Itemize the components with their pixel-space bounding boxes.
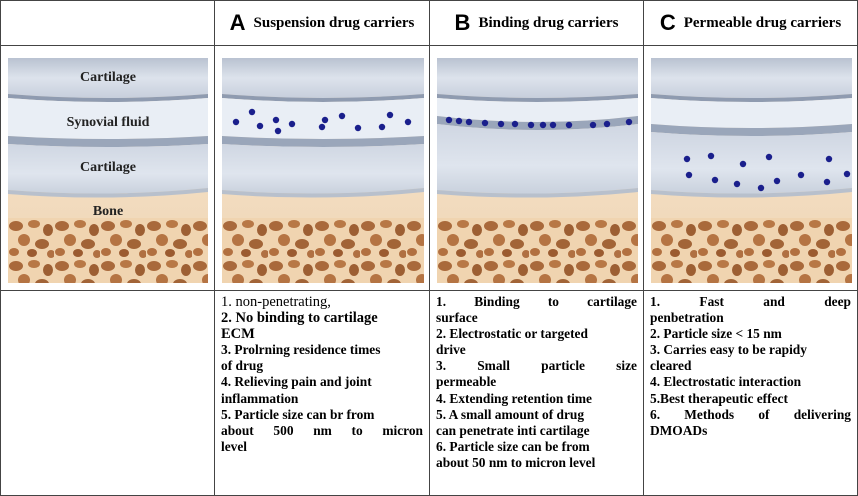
drug-particles-suspension bbox=[232, 108, 412, 135]
desc-c-line: 3. Carries easy to be rapidy bbox=[650, 342, 807, 358]
desc-a-line: 5. Particle size can br from bbox=[221, 406, 375, 422]
desc-a-line: about 500 nm to micron bbox=[221, 422, 423, 438]
desc-a-line: 4. Relieving pain and joint bbox=[221, 374, 372, 390]
desc-c-line: penbetration bbox=[650, 310, 724, 326]
desc-c-line: 1. Fast and deep bbox=[650, 294, 851, 309]
desc-c-line: 6. Methods of delivering bbox=[650, 406, 851, 422]
label-cartilage-bottom: Cartilage bbox=[80, 160, 136, 175]
label-cartilage-top: Cartilage bbox=[80, 70, 136, 85]
drug-particles-binding bbox=[445, 116, 633, 129]
joint-diagram-binding bbox=[437, 58, 638, 283]
col-a-title: Suspension drug carriers bbox=[253, 14, 415, 31]
desc-a-line: level bbox=[221, 438, 248, 454]
desc-b-line: surface bbox=[436, 310, 478, 326]
col-b-title: Binding drug carriers bbox=[478, 14, 619, 31]
desc-a-line: ECM bbox=[221, 326, 255, 343]
desc-c-line: 4. Electrostatic interaction bbox=[650, 374, 802, 390]
header-col-b: B Binding drug carriers bbox=[429, 0, 644, 46]
desc-c-line: 2. Particle size < 15 nm bbox=[650, 326, 782, 342]
desc-b-line: drive bbox=[436, 342, 466, 358]
col-c-letter: C bbox=[659, 10, 676, 35]
desc-col-c: 1. Fast and deep penbetration 2. Particl… bbox=[643, 290, 858, 496]
drug-particles-permeable bbox=[683, 152, 851, 192]
image-cell-c bbox=[643, 45, 858, 291]
joint-diagram-labels: Cartilage Synovial fluid Cartilage Bone bbox=[8, 58, 208, 283]
desc-c-line: DMOADs bbox=[650, 422, 708, 438]
header-col-a: A Suspension drug carriers bbox=[214, 0, 430, 46]
joint-diagram-permeable bbox=[651, 58, 852, 283]
desc-b-line: permeable bbox=[436, 374, 497, 390]
desc-a-line: 3. Prolrning residence times bbox=[221, 342, 381, 358]
desc-b-line: can penetrate inti cartilage bbox=[436, 422, 590, 438]
desc-col-a: 1. non-penetrating, 2. No binding to car… bbox=[214, 290, 430, 496]
col-a-letter: A bbox=[229, 10, 246, 35]
desc-c-line: 5.Best therapeutic effect bbox=[650, 390, 788, 406]
col-b-letter: B bbox=[454, 10, 471, 35]
desc-b-line: about 50 nm to micron level bbox=[436, 454, 596, 470]
label-bone: Bone bbox=[93, 204, 123, 219]
desc-a-line: of drug bbox=[221, 358, 264, 374]
desc-a-line: 1. non-penetrating, bbox=[221, 294, 331, 310]
desc-b-line: 5. A small amount of drug bbox=[436, 406, 585, 422]
desc-col-b: 1. Binding to cartilage surface 2. Elect… bbox=[429, 290, 644, 496]
desc-a-line: 2. No binding to cartilage bbox=[221, 310, 378, 327]
image-cell-a bbox=[214, 45, 430, 291]
desc-b-line: 2. Electrostatic or targeted bbox=[436, 326, 588, 342]
image-cell-labels: Cartilage Synovial fluid Cartilage Bone bbox=[0, 45, 215, 291]
desc-c-line: cleared bbox=[650, 358, 692, 374]
col-c-title: Permeable drug carriers bbox=[683, 14, 842, 31]
header-empty-cell bbox=[0, 0, 215, 46]
desc-b-line: 6. Particle size can be from bbox=[436, 438, 590, 454]
image-cell-b bbox=[429, 45, 644, 291]
header-col-c: C Permeable drug carriers bbox=[643, 0, 858, 46]
desc-a-line: inflammation bbox=[221, 390, 299, 406]
desc-b-line: 4. Extending retention time bbox=[436, 390, 592, 406]
desc-b-line: 1. Binding to cartilage bbox=[436, 294, 637, 309]
desc-empty-cell bbox=[0, 290, 215, 496]
joint-diagram-suspension bbox=[222, 58, 424, 283]
desc-b-line: 3. Small particle size bbox=[436, 358, 637, 374]
label-synovial-fluid: Synovial fluid bbox=[67, 115, 150, 130]
